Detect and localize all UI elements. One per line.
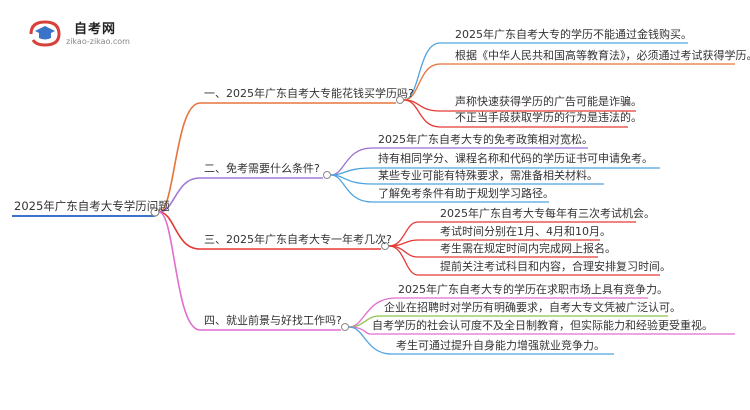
leaf-3-1: 2025年广东自考大专每年有三次考试机会。 — [440, 207, 655, 220]
leaf-connector — [403, 63, 441, 101]
leaf-4-1: 2025年广东自考大专的学历在求职市场上具有竞争力。 — [398, 283, 668, 296]
leaf-connector — [330, 174, 373, 203]
leaf-2-3: 某些专业可能有特殊要求，需准备相关材料。 — [378, 169, 598, 182]
leaf-4-4: 考生可通过提升自身能力增强就业竞争力。 — [396, 339, 605, 352]
leaf-2-2: 持有相同学分、课程名称和代码的学历证书可申请免考。 — [378, 152, 653, 165]
leaf-connector — [330, 147, 373, 176]
leaf-connector — [348, 326, 393, 355]
leaf-2-1: 2025年广东自考大专的免考政策相对宽松。 — [378, 133, 593, 146]
branch-4-label: 四、就业前景与好找工作吗? — [204, 314, 342, 327]
leaf-4-2: 企业在招聘时对学历有明确要求，自考大专文凭被广泛认可。 — [384, 301, 681, 314]
connector-branch-4 — [158, 211, 201, 331]
leaf-connector — [388, 245, 419, 258]
branch-2-label: 二、免考需要什么条件? — [204, 162, 320, 175]
branch-2-dot — [323, 171, 331, 179]
leaf-3-3: 考生需在规定时间内完成网上报名。 — [440, 242, 616, 255]
leaf-3-4: 提前关注考试科目和内容，合理安排复习时间。 — [440, 260, 671, 273]
root-topic: 2025年广东自考大专学历问题 — [14, 199, 170, 213]
branch-1-dot — [396, 96, 404, 104]
leaf-connector — [388, 245, 419, 276]
logo-name: 自考网 — [74, 22, 117, 37]
leaf-1-3: 声称快速获得学历的广告可能是诈骗。 — [455, 95, 642, 108]
graduation-cap-icon — [29, 20, 61, 47]
branch-1-label: 一、2025年广东自考大专能花钱买学历吗? — [204, 87, 414, 100]
leaf-connector — [388, 221, 419, 247]
connector-branch-3 — [158, 211, 201, 250]
leaf-4-3: 自考学历的社会认可度不及全日制教育，但实际能力和经验更受重视。 — [372, 319, 713, 332]
connector-branch-2 — [158, 177, 201, 213]
leaf-1-2: 根据《中华人民共和国高等教育法》，必须通过考试获得学历。 — [455, 49, 750, 62]
branch-3-dot — [381, 242, 389, 250]
logo: 自考网 zikao-zikao.com — [28, 18, 148, 50]
connector-branch-1 — [158, 102, 201, 213]
leaf-connector — [403, 99, 441, 128]
leaf-connector — [330, 167, 373, 176]
leaf-3-2: 考试时间分别在1月、4月和10月。 — [440, 225, 611, 238]
leaf-1-4: 不正当手段获取学历的行为是违法的。 — [455, 111, 642, 124]
logo-url: zikao-zikao.com — [66, 37, 130, 46]
branch-4-dot — [341, 323, 349, 331]
leaf-1-1: 2025年广东自考大专的学历不能通过金钱购买。 — [455, 28, 692, 41]
branch-3-label: 三、2025年广东自考大专一年考几次? — [204, 233, 392, 246]
leaf-2-4: 了解免考条件有助于规划学习路径。 — [378, 187, 554, 200]
